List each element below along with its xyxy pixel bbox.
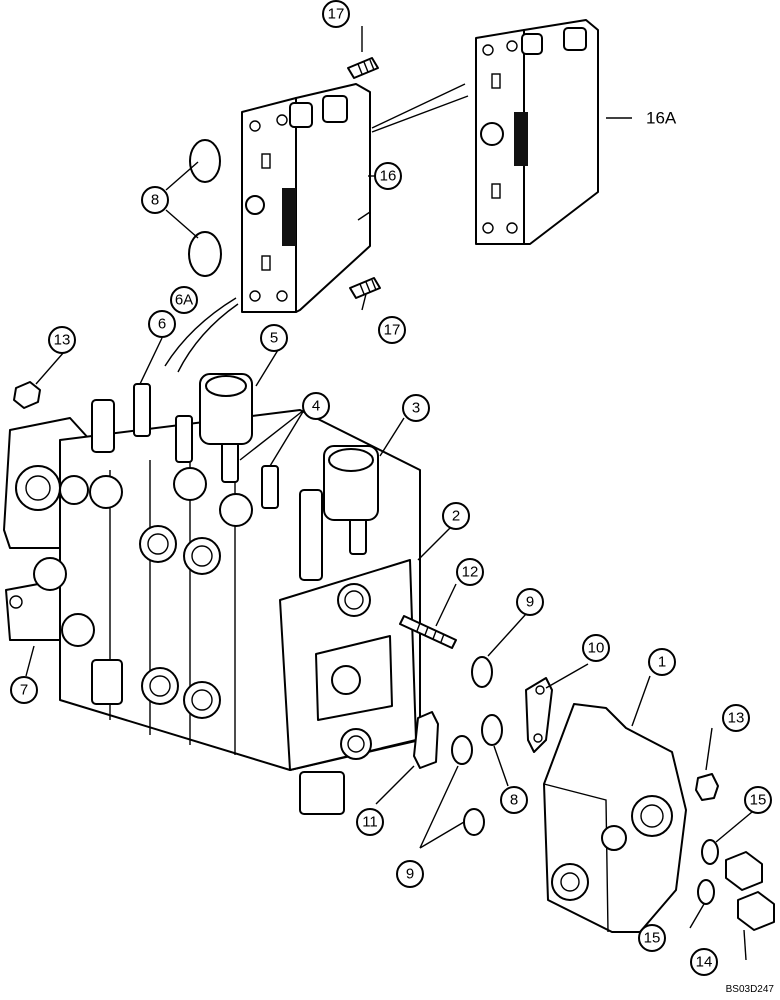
callout-label: 8 xyxy=(151,192,159,209)
callout-label: 6A xyxy=(175,292,193,309)
gasket-11 xyxy=(413,711,439,769)
leader-lines xyxy=(25,26,753,961)
callout-1: 1 xyxy=(648,648,676,676)
nut-13-left xyxy=(13,381,41,409)
o-ring-top-pair xyxy=(188,139,222,277)
view-connector-lines xyxy=(164,83,469,373)
drawing-code: BS03D247 xyxy=(726,984,775,995)
inlet-section-16a-view xyxy=(475,19,599,245)
callout-9-a: 9 xyxy=(516,588,544,616)
callout-label: 12 xyxy=(462,564,479,581)
tie-rod-bottom xyxy=(349,277,381,299)
callout-13-left: 13 xyxy=(48,326,76,354)
callout-9-b: 9 xyxy=(396,860,424,888)
tie-rod-top xyxy=(347,57,379,79)
gasket-10 xyxy=(525,677,553,753)
o-ring-15-pair xyxy=(697,839,719,905)
callout-17-top: 17 xyxy=(322,0,350,28)
callout-label: 2 xyxy=(452,508,460,525)
callout-11: 11 xyxy=(356,808,384,836)
callout-label: 16 xyxy=(380,168,397,185)
callout-15-a: 15 xyxy=(744,786,772,814)
callout-3: 3 xyxy=(402,394,430,422)
callout-2: 2 xyxy=(442,502,470,530)
callout-label: 13 xyxy=(728,710,745,727)
callout-label: 14 xyxy=(696,954,713,971)
callout-6: 6 xyxy=(148,310,176,338)
callout-16a: 16A xyxy=(646,109,677,128)
nut-13-right xyxy=(695,773,719,801)
callout-label: 4 xyxy=(312,398,320,415)
control-valve-assembly xyxy=(3,373,421,815)
callout-label: 5 xyxy=(270,330,278,347)
callout-17-bottom: 17 xyxy=(378,316,406,344)
callout-14: 14 xyxy=(690,948,718,976)
callout-8-top: 8 xyxy=(141,186,169,214)
o-ring-9-pair xyxy=(451,735,485,836)
callout-label: 11 xyxy=(362,814,378,831)
callout-label: 9 xyxy=(526,594,534,611)
inlet-section-16 xyxy=(241,83,371,313)
callout-5: 5 xyxy=(260,324,288,352)
callout-12: 12 xyxy=(456,558,484,586)
callout-label: 15 xyxy=(644,930,661,947)
callout-10: 10 xyxy=(582,634,610,662)
callout-label: 1 xyxy=(658,654,666,671)
callout-label: 15 xyxy=(750,792,767,809)
callout-label: 3 xyxy=(412,400,420,417)
tie-rod-12 xyxy=(399,615,457,649)
plug-14-pair xyxy=(725,851,775,931)
callout-6a: 6A xyxy=(170,286,198,314)
callout-label: 17 xyxy=(384,322,401,339)
callout-label: 6 xyxy=(158,316,166,333)
callout-label: 13 xyxy=(54,332,71,349)
callout-15-b: 15 xyxy=(638,924,666,952)
callout-4: 4 xyxy=(302,392,330,420)
o-ring-8-bottom xyxy=(481,714,503,746)
callout-label: 8 xyxy=(510,792,518,809)
callout-8-bottom: 8 xyxy=(500,786,528,814)
callout-13-right: 13 xyxy=(722,704,750,732)
callout-label: 10 xyxy=(588,640,605,657)
callout-label: 9 xyxy=(406,866,414,883)
outlet-cover-1 xyxy=(543,703,687,933)
callout-label: 7 xyxy=(20,682,28,699)
callout-label: 17 xyxy=(328,6,345,23)
callout-7: 7 xyxy=(10,676,38,704)
callout-16: 16 xyxy=(374,162,402,190)
o-ring-9-a xyxy=(471,656,493,688)
callout-label: 16A xyxy=(646,109,677,128)
